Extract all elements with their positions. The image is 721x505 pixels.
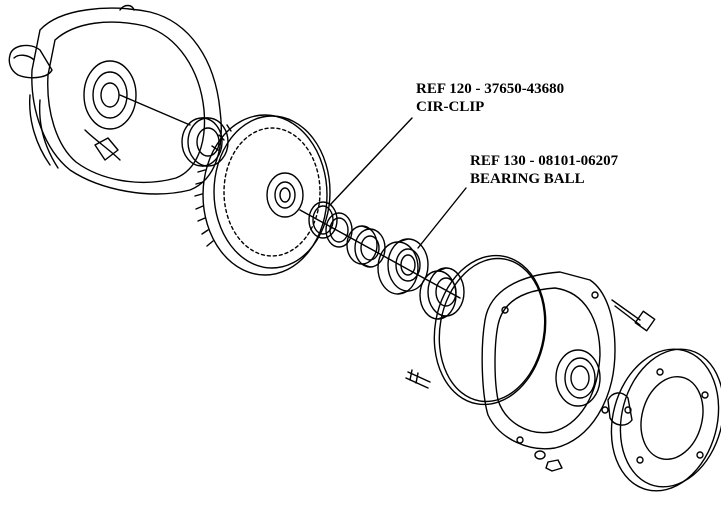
spacer-ring [325,212,353,248]
leader-line-ref-120 [329,117,413,206]
callout-ref-120: REF 120 - 37650-43680 CIR-CLIP [416,80,564,116]
callout-ref-120-name: CIR-CLIP [416,99,485,115]
bearing-right [419,267,465,320]
callout-ref-130-code: REF 130 - 08101-06207 [470,153,619,169]
leader-line-ref-130 [417,187,467,249]
final-gear [194,114,331,276]
hub-flange [607,348,721,492]
o-ring [433,254,547,406]
final-drive-cover [481,271,616,450]
stud [405,369,431,389]
bolt [611,299,656,332]
assembly-axis [299,209,461,299]
washer-nut [534,450,563,472]
bearing-ball-part [377,238,429,295]
callout-ref-130: REF 130 - 08101-06207 BEARING BALL [470,152,618,188]
callout-ref-130-name: BEARING BALL [470,171,585,187]
cir-clip-part [308,201,338,239]
final-drive-housing [8,4,222,195]
callout-ref-120-code: REF 120 - 37650-43680 [416,81,565,97]
